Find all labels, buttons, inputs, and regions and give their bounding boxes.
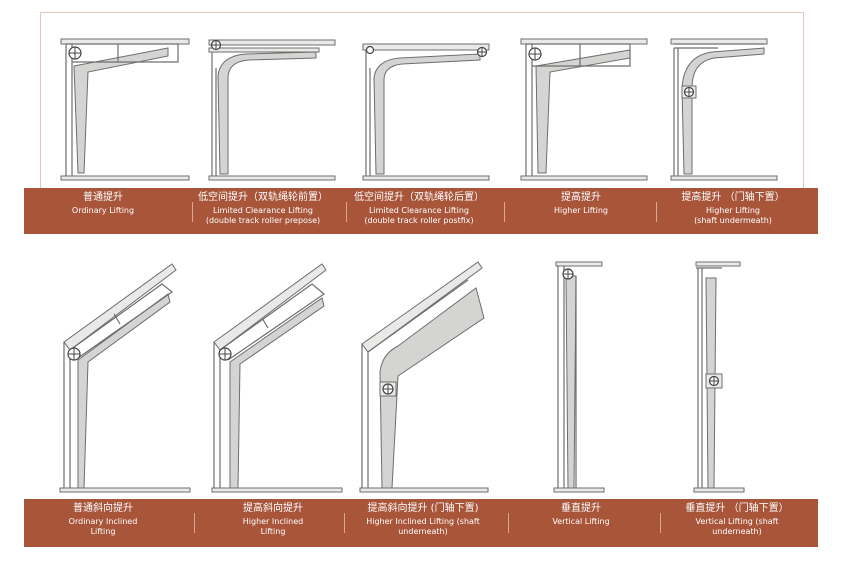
diagram-higher-inclined-shaft-underneath <box>359 261 489 493</box>
diagram-vertical-lifting <box>553 261 605 493</box>
divider <box>660 513 661 533</box>
caption-higher-inclined-shaft-underneath: 提高斜向提升 (门轴下置) Higher Inclined Lifting (s… <box>344 499 502 547</box>
divider <box>344 513 345 533</box>
divider <box>346 202 347 222</box>
divider <box>508 513 509 533</box>
caption-en: Ordinary Lifting <box>71 206 135 215</box>
caption-zh: 提高斜向提升 <box>243 503 303 514</box>
caption-en: Vertical Lifting <box>552 517 610 526</box>
caption-higher-lifting-shaft-underneath: 提高提升 （门轴下置） Higher Lifting (shaft underm… <box>654 188 812 234</box>
caption-vertical-lifting: 垂直提升 Vertical Lifting <box>502 499 660 547</box>
caption-zh: 普通斜向提升 <box>73 503 133 514</box>
caption-zh: 垂直提升 <box>561 503 601 514</box>
caption-en: Higher Lifting (shaft undermeath) <box>694 206 772 225</box>
caption-zh: 普通提升 <box>83 192 123 203</box>
caption-en: Limited Clearance Lifting (double track … <box>205 206 321 225</box>
caption-band-top: 普通提升 Ordinary Lifting 低空间提升（双轨绳轮前置） Limi… <box>24 188 818 234</box>
caption-zh: 垂直提升 （门轴下置） <box>685 503 789 514</box>
caption-en: Ordinary Inclined Lifting <box>68 517 138 536</box>
divider <box>192 202 193 222</box>
divider <box>194 513 195 533</box>
diagram-limited-clearance-prepose <box>208 39 336 181</box>
divider <box>656 202 657 222</box>
diagram-ordinary-inclined-lifting <box>59 263 191 493</box>
caption-ordinary-inclined-lifting: 普通斜向提升 Ordinary Inclined Lifting <box>24 499 182 547</box>
top-row-frame <box>40 12 804 189</box>
diagram-limited-clearance-postfix <box>362 43 490 181</box>
caption-vertical-lifting-shaft-underneath: 垂直提升 （门轴下置） Vertical Lifting (shaft unde… <box>658 499 816 547</box>
diagram-higher-inclined-lifting <box>211 263 343 493</box>
caption-zh: 提高斜向提升 (门轴下置) <box>367 503 479 514</box>
caption-higher-lifting: 提高提升 Higher Lifting <box>502 188 660 234</box>
diagram-higher-lifting <box>520 38 648 181</box>
caption-en: Higher Lifting <box>553 206 608 215</box>
caption-higher-inclined-lifting: 提高斜向提升 Higher Inclined Lifting <box>194 499 352 547</box>
caption-zh: 提高提升 （门轴下置） <box>681 192 785 203</box>
caption-zh: 提高提升 <box>561 192 601 203</box>
caption-en: Limited Clearance Lifting (double track … <box>364 206 474 225</box>
caption-en: Higher Inclined Lifting <box>242 517 304 536</box>
diagram-vertical-lifting-shaft-underneath <box>693 261 745 493</box>
diagram-higher-lifting-shaft-underneath <box>670 38 778 181</box>
caption-band-bottom: 普通斜向提升 Ordinary Inclined Lifting 提高斜向提升 … <box>24 499 818 547</box>
divider <box>504 202 505 222</box>
caption-ordinary-lifting: 普通提升 Ordinary Lifting <box>24 188 182 234</box>
caption-limited-clearance-postfix: 低空间提升（双轨绳轮后置） Limited Clearance Lifting … <box>340 188 498 234</box>
diagram-ordinary-lifting <box>60 38 190 181</box>
caption-en: Vertical Lifting (shaft underneath) <box>695 517 779 536</box>
caption-zh: 低空间提升（双轨绳轮前置） <box>198 192 328 203</box>
caption-zh: 低空间提升（双轨绳轮后置） <box>354 192 484 203</box>
caption-en: Higher Inclined Lifting (shaft underneat… <box>366 517 480 536</box>
caption-limited-clearance-prepose: 低空间提升（双轨绳轮前置） Limited Clearance Lifting … <box>184 188 342 234</box>
